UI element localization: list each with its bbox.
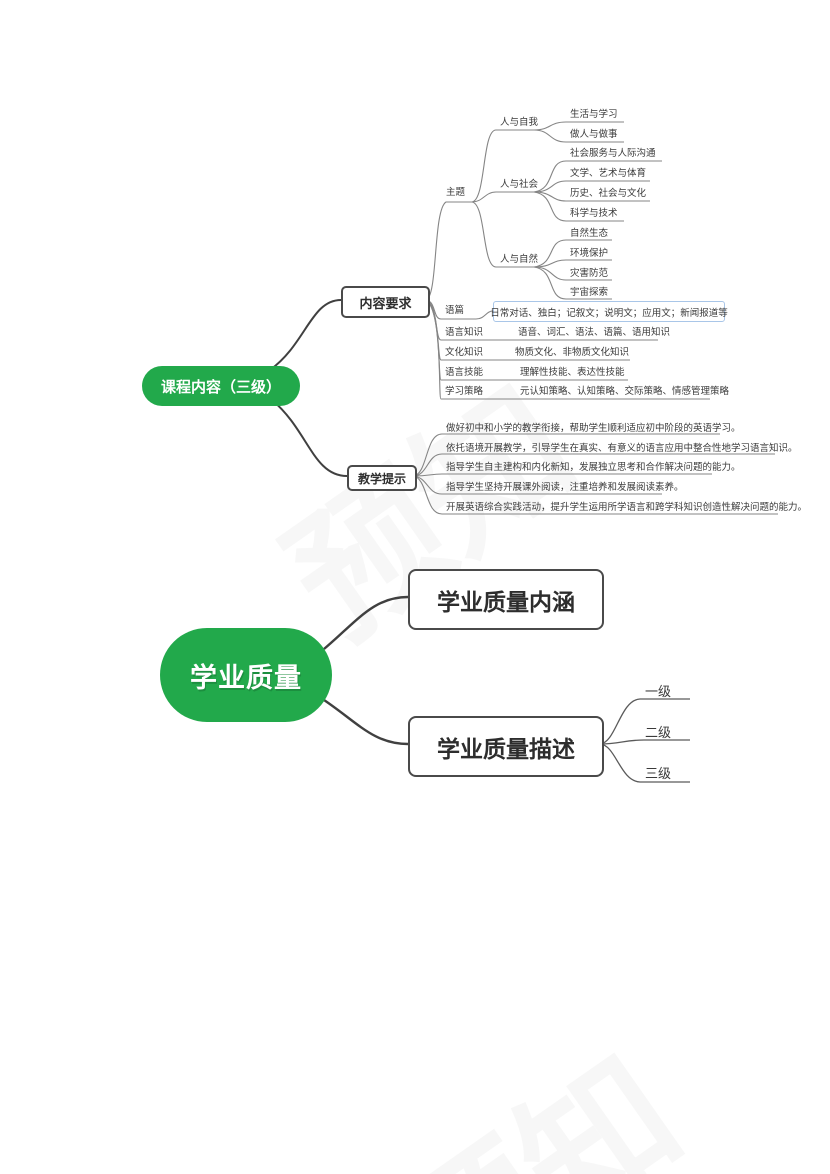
level-item: 三级 — [645, 766, 672, 781]
theme-fan — [471, 129, 534, 268]
leaf-item: 宇宙探索 — [570, 287, 609, 298]
leaf-item: 文学、艺术与体育 — [570, 168, 647, 179]
row-value: 元认知策略、认知策略、交际策略、情感管理策略 — [520, 386, 730, 397]
row-label-language-knowledge: 语言知识 — [445, 327, 484, 338]
node-quality-description: 学业质量描述 — [408, 716, 604, 777]
row-value: 物质文化、非物质文化知识 — [515, 347, 630, 358]
group-label-people-nature: 人与自然 — [500, 254, 539, 265]
row-label-cultural-knowledge: 文化知识 — [445, 347, 484, 358]
root-node-course-content: 课程内容（三级） — [142, 366, 300, 406]
root-links-top — [269, 299, 348, 477]
tips-fan — [412, 433, 778, 515]
leaf-item: 自然生态 — [570, 228, 609, 239]
discourse-value-box: 日常对话、独白；记叙文；说明文；应用文；新闻报道等 — [490, 301, 728, 322]
society-fan — [533, 160, 662, 222]
row-label-discourse: 语篇 — [445, 305, 465, 316]
row-value: 理解性技能、表达性技能 — [520, 367, 625, 378]
tip-item: 指导学生自主建构和内化新知，发展独立思考和合作解决问题的能力。 — [446, 462, 741, 473]
branch-content-requirements: 内容要求 — [341, 286, 430, 318]
row-value: 语音、词汇、语法、语篇、语用知识 — [518, 327, 671, 338]
leaf-item: 历史、社会与文化 — [570, 188, 647, 199]
levels-fan — [599, 698, 690, 783]
group-label-people-society: 人与社会 — [500, 179, 539, 190]
row-label-learning-strategies: 学习策略 — [445, 386, 484, 397]
row-label-language-skills: 语言技能 — [445, 367, 484, 378]
root-links-bottom — [323, 595, 409, 746]
self-fan — [533, 121, 624, 143]
level-item: 二级 — [645, 725, 672, 740]
leaf-item: 社会服务与人际沟通 — [570, 148, 656, 159]
group-label-people-self: 人与自我 — [500, 117, 539, 128]
tip-item: 开展英语综合实践活动，提升学生运用所学语言和跨学科知识创造性解决问题的能力。 — [446, 502, 808, 513]
tip-item: 指导学生坚持开展课外阅读，注重培养和发展阅读素养。 — [446, 482, 684, 493]
leaf-item: 生活与学习 — [570, 109, 618, 120]
tip-item: 做好初中和小学的教学衔接，帮助学生顺利适应初中阶段的英语学习。 — [446, 423, 741, 434]
leaf-item: 环境保护 — [570, 248, 609, 259]
level-item: 一级 — [645, 684, 672, 699]
leaf-item: 科学与技术 — [570, 208, 618, 219]
branch-teaching-tips: 教学提示 — [347, 465, 417, 491]
leaf-item: 灾害防范 — [570, 268, 609, 279]
tip-item: 依托语境开展教学，引导学生在真实、有意义的语言应用中整合性地学习语言知识。 — [446, 443, 798, 454]
nature-fan — [533, 239, 612, 300]
root-node-academic-quality: 学业质量 — [160, 628, 332, 722]
node-quality-connotation: 学业质量内涵 — [408, 569, 604, 630]
label-theme: 主题 — [446, 187, 466, 198]
leaf-item: 做人与做事 — [570, 129, 618, 140]
